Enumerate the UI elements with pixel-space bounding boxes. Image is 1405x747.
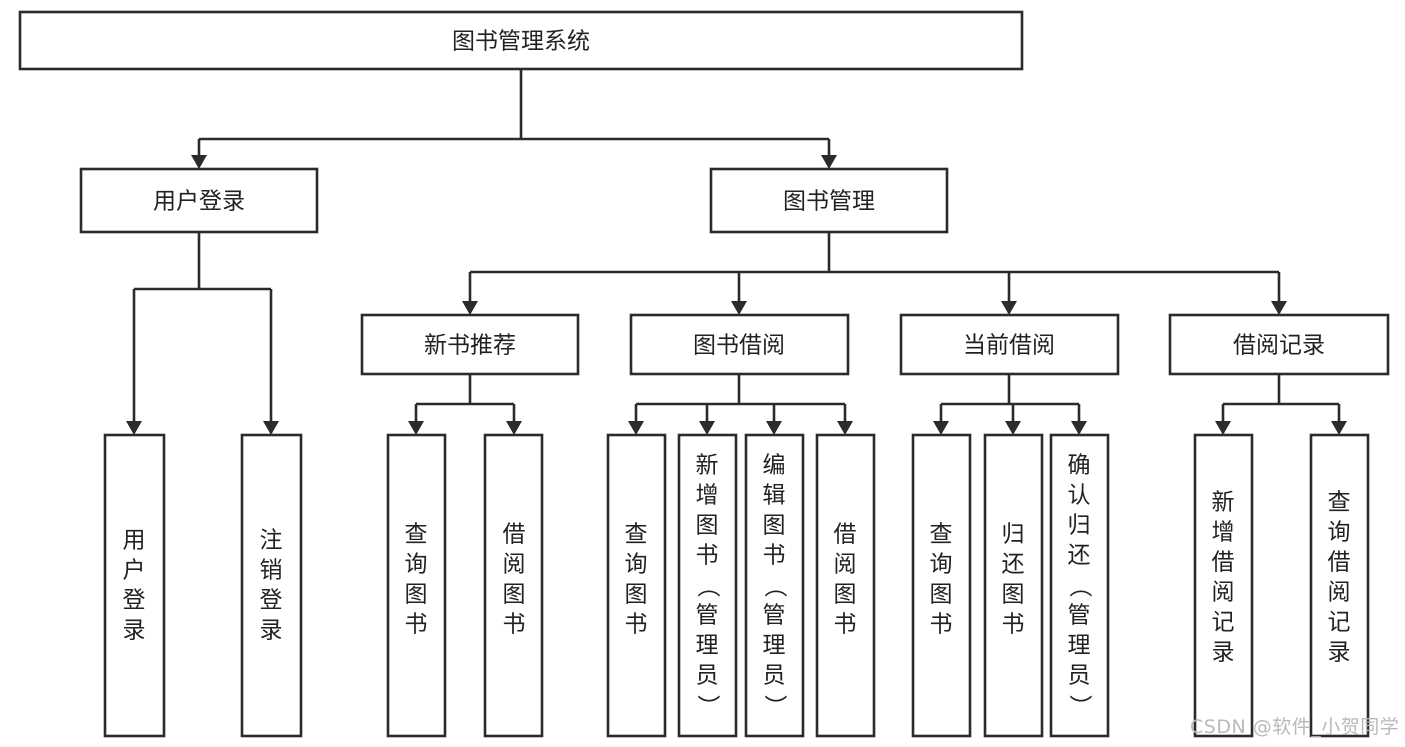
node-leaf-return-book-label: 归还图书: [1002, 522, 1025, 638]
node-leaf-query-book-current-label: 查询图书: [930, 522, 953, 638]
svg-text:）: ）: [1067, 695, 1093, 718]
arrowhead-borrow-record: [1271, 301, 1287, 315]
node-new-book-recommend-box[interactable]: [360, 313, 580, 376]
node-leaf-user-login-box[interactable]: [103, 433, 166, 738]
node-book-borrow[interactable]: 图书借阅: [629, 313, 850, 376]
node-leaf-query-book-current-box[interactable]: [911, 433, 972, 738]
arrowhead-leaf-query-book-borrow: [628, 421, 644, 435]
node-borrow-record-box[interactable]: [1168, 313, 1390, 376]
node-leaf-add-book-admin-box[interactable]: [677, 433, 738, 738]
node-leaf-borrow-book-box[interactable]: [815, 433, 876, 738]
node-current-borrow-label: 当前借阅: [963, 333, 1055, 359]
node-leaf-add-borrow-record-box[interactable]: [1193, 433, 1254, 738]
svg-text:）: ）: [695, 695, 721, 718]
node-leaf-query-borrow-record[interactable]: 查询借阅记录: [1309, 433, 1370, 738]
arrowhead-leaf-query-borrow-record: [1331, 421, 1347, 435]
node-book-borrow-label: 图书借阅: [693, 333, 785, 359]
connector-borrow-record-branch: [1221, 374, 1341, 426]
node-leaf-query-book-current[interactable]: 查询图书: [911, 433, 972, 738]
arrowhead-leaf-user-login: [126, 421, 142, 435]
node-user-login-label: 用户登录: [153, 189, 245, 215]
node-book-management-label: 图书管理: [783, 189, 875, 215]
node-leaf-confirm-return-admin-label: 确认归还管理员: [1068, 453, 1091, 689]
node-current-borrow[interactable]: 当前借阅: [899, 313, 1120, 376]
node-user-login[interactable]: 用户登录: [79, 167, 319, 234]
arrowhead-leaf-borrow-book-recommend: [506, 421, 522, 435]
connector-book-management-branch: [468, 232, 1281, 306]
arrowhead-current-borrow: [1001, 301, 1017, 315]
node-leaf-add-borrow-record-label: 新增借阅记录: [1212, 490, 1235, 666]
node-leaf-return-book[interactable]: 归还图书: [983, 433, 1044, 738]
node-user-login-box[interactable]: [79, 167, 319, 234]
arrowhead-leaf-logout: [263, 421, 279, 435]
connector-new-book-recommend-branch: [414, 374, 516, 426]
arrowhead-leaf-add-borrow-record: [1215, 421, 1231, 435]
node-leaf-confirm-return-admin[interactable]: 确认归还管理员 （ ）: [1049, 433, 1110, 738]
node-leaf-query-book-borrow[interactable]: 查询图书: [606, 433, 667, 738]
node-leaf-add-borrow-record[interactable]: 新增借阅记录: [1193, 433, 1254, 738]
node-leaf-edit-book-admin[interactable]: 编辑图书管理员 （ ）: [744, 433, 805, 738]
node-leaf-query-borrow-record-label: 查询借阅记录: [1328, 490, 1351, 666]
node-new-book-recommend[interactable]: 新书推荐: [360, 313, 580, 376]
csdn-watermark: CSDN @软件_小贺同学: [1190, 716, 1400, 738]
node-leaf-logout-label: 注销登录: [260, 528, 283, 644]
connector-root-trunk: [197, 69, 831, 160]
node-leaf-logout[interactable]: 注销登录: [240, 433, 303, 738]
node-leaf-borrow-book-recommend-label: 借阅图书: [503, 522, 526, 638]
node-leaf-query-book-recommend-label: 查询图书: [405, 522, 428, 638]
svg-text:（: （: [1067, 575, 1093, 598]
node-root[interactable]: 图书管理系统: [18, 10, 1024, 71]
node-book-management-box[interactable]: [709, 167, 949, 234]
node-leaf-add-book-admin-label: 新增图书管理员: [696, 453, 719, 689]
arrowhead-leaf-query-book-recommend: [408, 421, 424, 435]
node-leaf-user-login[interactable]: 用户登录: [103, 433, 166, 738]
arrowhead-leaf-edit-book-admin: [766, 421, 782, 435]
arrowhead-user-login: [191, 155, 207, 169]
arrowhead-leaf-borrow-book: [837, 421, 853, 435]
connector-current-borrow-branch: [939, 374, 1081, 426]
node-leaf-add-book-admin[interactable]: 新增图书管理员 （ ）: [677, 433, 738, 738]
node-book-borrow-box[interactable]: [629, 313, 850, 376]
arrowhead-leaf-confirm-return-admin: [1071, 421, 1087, 435]
arrowhead-leaf-return-book: [1005, 421, 1021, 435]
node-leaf-query-book-recommend[interactable]: 查询图书: [386, 433, 447, 738]
svg-text:（: （: [762, 575, 788, 598]
node-leaf-edit-book-admin-label: 编辑图书管理员: [763, 453, 786, 689]
node-leaf-return-book-box[interactable]: [983, 433, 1044, 738]
node-book-management[interactable]: 图书管理: [709, 167, 949, 234]
node-leaf-user-login-label: 用户登录: [123, 528, 146, 644]
node-leaf-confirm-return-admin-box[interactable]: [1049, 433, 1110, 738]
node-new-book-recommend-label: 新书推荐: [424, 333, 516, 359]
node-root-label: 图书管理系统: [452, 29, 590, 55]
node-leaf-query-borrow-record-box[interactable]: [1309, 433, 1370, 738]
node-leaf-logout-box[interactable]: [240, 433, 303, 738]
node-leaf-borrow-book-label: 借阅图书: [834, 522, 857, 638]
arrowhead-new-book-recommend: [462, 301, 478, 315]
arrowhead-book-borrow: [731, 301, 747, 315]
node-borrow-record[interactable]: 借阅记录: [1168, 313, 1390, 376]
node-root-box[interactable]: [18, 10, 1024, 71]
node-leaf-borrow-book-recommend[interactable]: 借阅图书: [483, 433, 544, 738]
svg-text:（: （: [695, 575, 721, 598]
node-leaf-borrow-book[interactable]: 借阅图书: [815, 433, 876, 738]
node-leaf-edit-book-admin-box[interactable]: [744, 433, 805, 738]
arrowhead-book-management: [821, 155, 837, 169]
node-current-borrow-box[interactable]: [899, 313, 1120, 376]
leaf-node-layer: 用户登录 注销登录 查询图书 借阅图书 查询图书 新增图书管理员 （: [103, 433, 1370, 738]
node-leaf-query-book-recommend-box[interactable]: [386, 433, 447, 738]
node-borrow-record-label: 借阅记录: [1233, 333, 1325, 359]
svg-text:）: ）: [762, 695, 788, 718]
arrowhead-leaf-query-book-current: [933, 421, 949, 435]
arrowhead-leaf-add-book-admin: [699, 421, 715, 435]
connector-user-login-branch: [132, 232, 273, 426]
connector-layer: [126, 69, 1347, 435]
node-leaf-query-book-borrow-label: 查询图书: [625, 522, 648, 638]
node-leaf-query-book-borrow-box[interactable]: [606, 433, 667, 738]
node-leaf-borrow-book-recommend-box[interactable]: [483, 433, 544, 738]
connector-book-borrow-branch: [634, 374, 847, 426]
